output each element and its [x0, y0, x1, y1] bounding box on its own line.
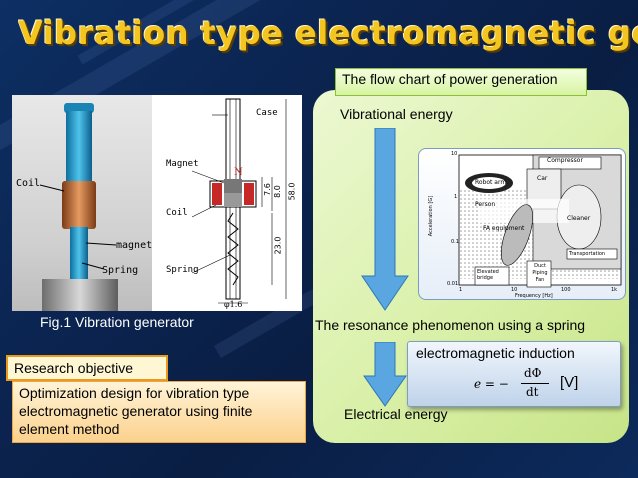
drawing-label-coil: Coil — [166, 208, 188, 218]
chart-ytick: 1 — [454, 194, 458, 200]
chart-xtick: 10 — [511, 287, 518, 293]
generator-cross-section — [191, 98, 287, 304]
formula-numerator: dΦ — [524, 366, 542, 380]
drawing-label-case: Case — [256, 108, 278, 118]
chart-region-transportation: Transportation — [569, 251, 606, 257]
chart-ytick: 10 — [451, 151, 458, 157]
chart-xtick: 1 — [459, 287, 463, 293]
chart-xtick: 100 — [561, 287, 571, 293]
chart-ylabel: Acceleration [G] — [428, 195, 435, 237]
flow-arrow-down — [361, 128, 409, 311]
flow-step-electrical-energy: Electrical energy — [344, 406, 448, 422]
flow-step-resonance: The resonance phenomenon using a spring — [315, 317, 586, 333]
research-objective-text: Optimization design for vibration type e… — [12, 381, 306, 443]
drawing-label-magnet: Magnet — [166, 159, 199, 169]
photo-label-spring: Spring — [102, 265, 139, 276]
drawing-label-pole: N — [234, 167, 243, 178]
drawing-diameter: φ1.6 — [224, 300, 243, 309]
chart-xlabel: Frequency [Hz] — [515, 293, 553, 299]
formula-fraction-bar — [521, 383, 549, 384]
faraday-formula: e = − dΦ dt [V] — [474, 366, 614, 404]
chart-region-car: Car — [537, 175, 548, 182]
generator-photo-illustration — [39, 103, 118, 311]
figure-caption: Fig.1 Vibration generator — [40, 314, 194, 330]
generator-drawing: Case Magnet Coil Spring N 7.6 8.0 58.0 2… — [152, 95, 302, 311]
em-box-title: electromagnetic induction — [416, 345, 575, 361]
flow-arrow-down — [363, 342, 407, 407]
formula-lhs: e = − — [474, 377, 509, 391]
electromagnetic-induction-box: electromagnetic induction e = − dΦ dt [V… — [407, 341, 621, 407]
formula-denominator: dt — [526, 385, 539, 399]
vibration-map-plot — [458, 154, 622, 288]
slide-title: Vibration type electromagnetic generator — [18, 14, 638, 52]
chart-xtick: 1k — [611, 287, 618, 293]
chart-ytick: 0.1 — [451, 239, 459, 245]
chart-region-elevated-bridge: Elevated bridge — [477, 269, 499, 281]
generator-photo: Coil magnet Spring — [12, 95, 152, 311]
research-objective-label: Research objective — [6, 355, 168, 381]
drawing-dim-d: 23.0 — [273, 236, 283, 255]
drawing-label-spring: Spring — [166, 265, 199, 275]
photo-label-magnet: magnet — [116, 240, 152, 251]
chart-region-compressor: Compressor — [547, 157, 583, 164]
chart-region-cleaner: Cleaner — [567, 215, 591, 222]
chart-region-robot-arm: Robot arm — [475, 179, 507, 186]
chart-region-duct: Duct Piping Fan — [532, 263, 548, 283]
chart-region-person: Person — [475, 201, 496, 208]
chart-region-fa-equipment: FA equipment — [483, 225, 525, 232]
chart-ytick: 0.01 — [447, 281, 459, 287]
flow-chart-tag: The flow chart of power generation — [335, 68, 587, 96]
drawing-dim-a: 7.6 — [262, 183, 272, 196]
drawing-dim-c: 58.0 — [287, 182, 297, 201]
photo-label-coil: Coil — [16, 178, 41, 189]
drawing-dim-b: 8.0 — [272, 185, 282, 198]
formula-unit: [V] — [560, 374, 579, 391]
flow-step-vibrational-energy: Vibrational energy — [340, 106, 453, 122]
vibration-map-chart: Compressor Car Robot arm Person FA equip… — [418, 148, 626, 300]
